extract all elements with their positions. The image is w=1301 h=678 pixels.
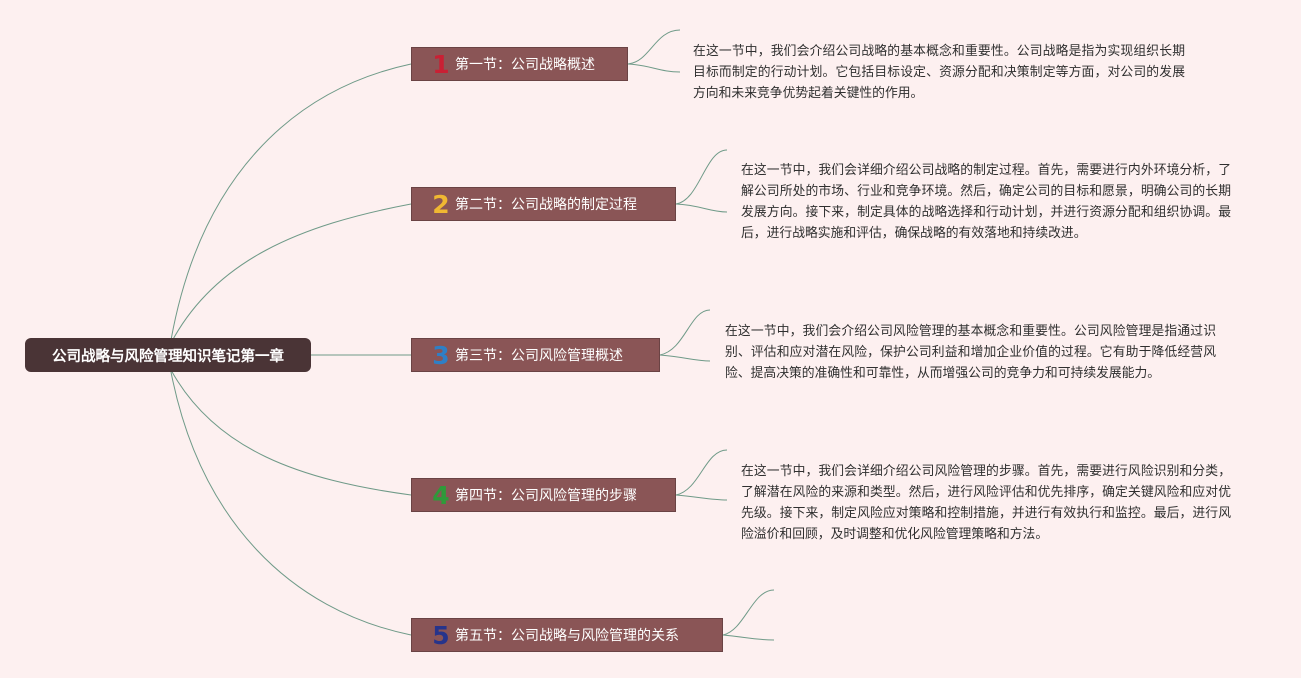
connector-note-3b: [659, 354, 711, 362]
section-number-badge: 2: [432, 189, 450, 219]
connector-note-2a: [675, 149, 728, 205]
section-number-badge: 5: [432, 620, 450, 650]
connector-note-4b: [675, 494, 728, 501]
topic-section-2[interactable]: 2 第二节：公司战略的制定过程: [411, 187, 676, 221]
section-number-badge: 1: [432, 49, 450, 79]
topic-label: 第三节：公司风险管理概述: [455, 348, 623, 364]
connector-root-1: [170, 63, 412, 341]
topic-section-4[interactable]: 4 第四节：公司风险管理的步骤: [411, 478, 676, 512]
root-topic[interactable]: 公司战略与风险管理知识笔记第一章: [25, 338, 311, 372]
topic-section-1[interactable]: 1 第一节：公司战略概述: [411, 47, 628, 81]
connector-note-5b: [722, 634, 775, 641]
connector-root-2: [170, 203, 412, 344]
connector-note-1a: [627, 29, 681, 65]
note-section-4: 在这一节中，我们会详细介绍公司风险管理的步骤。首先，需要进行风险识别和分类，了解…: [741, 464, 1231, 542]
connector-note-4a: [675, 449, 728, 496]
topic-section-5[interactable]: 5 第五节：公司战略与风险管理的关系: [411, 618, 723, 652]
connector-note-3a: [659, 309, 711, 356]
connector-note-1b: [627, 63, 681, 73]
root-topic-label: 公司战略与风险管理知识笔记第一章: [52, 348, 284, 365]
connector-note-2b: [675, 203, 728, 213]
connector-root-4: [170, 369, 412, 496]
section-number-badge: 3: [432, 340, 450, 370]
connector-note-5a: [722, 589, 775, 636]
note-section-2: 在这一节中，我们会详细介绍公司战略的制定过程。首先，需要进行内外环境分析，了解公…: [741, 163, 1231, 241]
topic-section-3[interactable]: 3 第三节：公司风险管理概述: [411, 338, 660, 372]
section-number-badge: 4: [432, 480, 450, 510]
note-section-3: 在这一节中，我们会介绍公司风险管理的基本概念和重要性。公司风险管理是指通过识别、…: [725, 324, 1216, 381]
topic-label: 第二节：公司战略的制定过程: [455, 197, 637, 213]
connector-root-5: [170, 371, 412, 636]
topic-label: 第四节：公司风险管理的步骤: [455, 488, 637, 504]
topic-label: 第一节：公司战略概述: [455, 57, 595, 73]
note-section-1: 在这一节中，我们会介绍公司战略的基本概念和重要性。公司战略是指为实现组织长期目标…: [693, 44, 1185, 101]
topic-label: 第五节：公司战略与风险管理的关系: [455, 628, 679, 644]
